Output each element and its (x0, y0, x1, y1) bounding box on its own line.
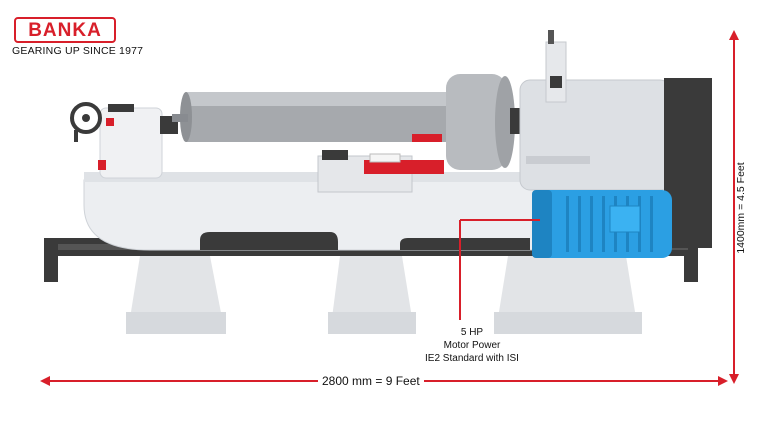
height-dimension-label: 1400mm = 4.5 Feet (735, 162, 747, 254)
motor-callout-line-2: Motor Power (443, 340, 501, 351)
tailstock (98, 104, 178, 179)
height-dimension-arrow (729, 30, 739, 384)
pedestal-right (494, 256, 642, 334)
pedestal-middle (328, 256, 416, 334)
motor-callout-line-1: 5 HP (460, 327, 484, 338)
brand-tagline: GEARING UP SINCE 1977 (12, 45, 144, 57)
motor-callout-line (459, 219, 540, 320)
brand-logo-text: BANKA (28, 20, 102, 41)
width-dimension-label: 2800 mm = 9 Feet (318, 374, 424, 388)
motor-callout-line-3: IE2 Standard with ISI (425, 353, 519, 364)
headstock (519, 30, 712, 248)
handwheel (70, 102, 102, 142)
brand-logo: BANKA (14, 17, 116, 43)
motor (532, 190, 672, 258)
motor-callout-text: 5 HP Motor Power IE2 Standard with ISI (412, 326, 532, 365)
carriage (317, 150, 444, 193)
pedestal-left (126, 256, 226, 334)
